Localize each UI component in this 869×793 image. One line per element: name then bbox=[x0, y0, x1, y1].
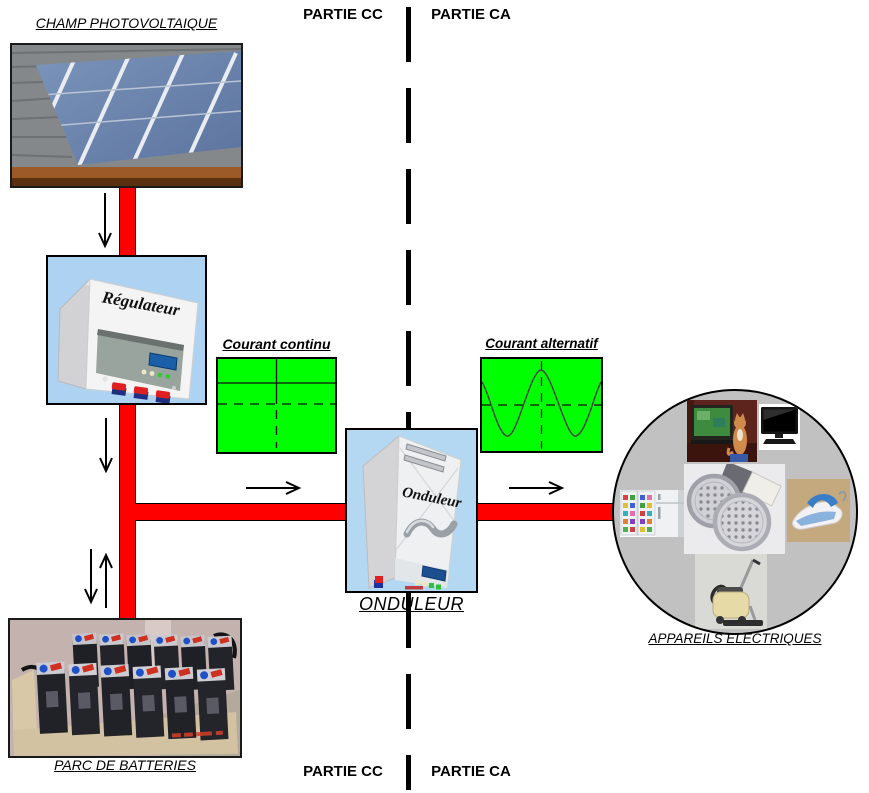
regulator-photo: Régulateur bbox=[46, 255, 207, 405]
zone-label-top-cc: PARTIE CC bbox=[303, 6, 383, 23]
crt-tv-with-cat-icon bbox=[687, 400, 757, 462]
ac-caption: Courant alternatif bbox=[485, 336, 598, 351]
batteries-caption: PARC DE BATTERIES bbox=[54, 757, 196, 773]
arrow-right-dc-icon bbox=[245, 480, 307, 496]
appliances-caption: APPAREILS ELECTRIQUES bbox=[648, 631, 822, 646]
regulator-device-icon: Régulateur bbox=[48, 257, 205, 403]
zone-label-top-ca: PARTIE CA bbox=[431, 6, 511, 23]
cc-ca-separator-top bbox=[406, 7, 411, 428]
vacuum-cleaner-icon bbox=[695, 554, 767, 629]
wire-junction-to-inverter bbox=[135, 503, 345, 521]
flat-screen-tv-icon bbox=[759, 404, 800, 450]
inverter-device-icon: Onduleur bbox=[347, 430, 476, 591]
solar-panels-icon bbox=[12, 45, 241, 186]
wire-inverter-to-appliances bbox=[477, 503, 618, 521]
clothes-iron-icon bbox=[787, 479, 850, 542]
dc-waveform-box bbox=[216, 357, 337, 454]
led-spotlight-bulbs-icon bbox=[684, 464, 785, 554]
pv-array-photo bbox=[10, 43, 243, 188]
battery-bank-icon bbox=[10, 620, 240, 756]
refrigerator-icon bbox=[656, 490, 685, 537]
wire-junction-patch bbox=[127, 504, 136, 520]
wire-pv-to-regulator bbox=[119, 187, 136, 256]
appliances-circle bbox=[612, 389, 858, 635]
batteries-photo bbox=[8, 618, 242, 758]
arrow-up-battery-icon bbox=[98, 547, 114, 609]
arrow-down-battery-icon bbox=[83, 548, 99, 610]
pv-caption: CHAMP PHOTOVOLTAIQUE bbox=[35, 15, 218, 31]
ac-waveform-box bbox=[480, 357, 603, 453]
arrow-right-ac-icon bbox=[508, 480, 570, 496]
ac-waveform-icon bbox=[482, 361, 601, 449]
dc-waveform-icon bbox=[218, 359, 335, 448]
arrow-down-pv-icon bbox=[97, 192, 113, 254]
cc-ca-separator-bottom bbox=[406, 593, 411, 790]
zone-label-bottom-ca: PARTIE CA bbox=[431, 763, 511, 780]
inverter-photo: Onduleur bbox=[345, 428, 478, 593]
fridge-with-magnets-icon bbox=[620, 490, 656, 537]
dc-caption: Courant continu bbox=[222, 336, 331, 352]
inverter-caption: ONDULEUR bbox=[358, 594, 464, 614]
zone-label-bottom-cc: PARTIE CC bbox=[303, 763, 383, 780]
arrow-down-regulator-icon bbox=[98, 417, 114, 479]
